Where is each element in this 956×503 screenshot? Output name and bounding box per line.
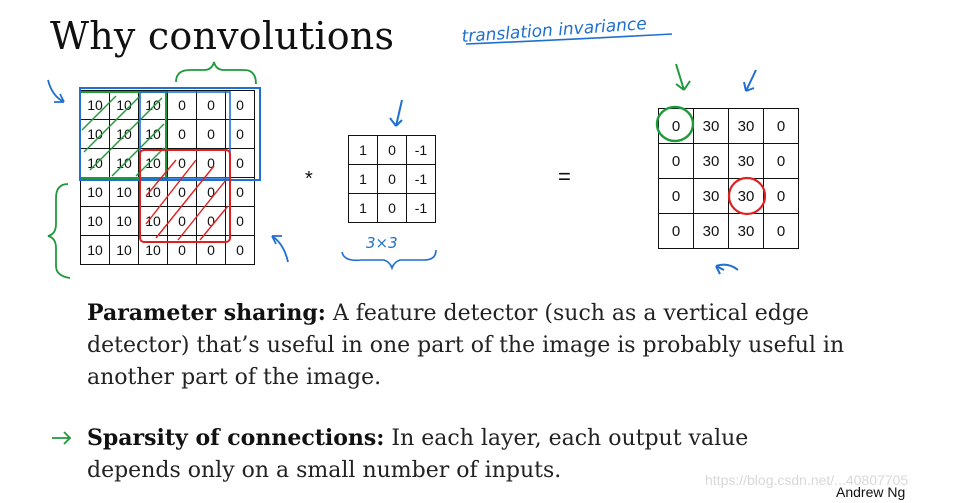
bottom-blue-arrow [271,235,289,263]
green-down-arrow [675,63,691,91]
output-cell: 30 [728,108,764,144]
left-blue-arrow [47,79,65,103]
filter-cell: -1 [406,164,436,194]
input-cell: 10 [80,235,110,265]
filter-cell: 0 [377,135,407,165]
green-hatching [81,95,165,177]
point-text: A feature detector (such as a vertical e… [87,301,845,390]
input-cell: 10 [138,90,168,120]
input-cell: 0 [167,235,197,265]
blue-down-arrow [743,69,757,92]
sparsity-point: Sparsity of connections: In each layer, … [87,422,847,487]
blue-region [79,87,261,181]
convolve-operator: * [305,168,313,190]
underline-stroke [465,33,673,45]
bullet-arrow-icon [52,431,72,445]
point-heading: Parameter sharing: [87,300,326,326]
blue-inner-region [139,91,231,179]
input-cell: 10 [80,90,110,120]
red-receptive-field [139,149,231,243]
input-cell: 10 [109,119,139,149]
filter-cell: 1 [348,193,378,223]
watermark: https://blog.csdn.net/...40807705 [705,472,909,488]
input-cell: 10 [109,177,139,207]
filter-brace [341,249,437,271]
output-cell: 0 [763,178,799,214]
input-cell: 10 [138,148,168,178]
filter-cell: 0 [377,193,407,223]
green-left-brace [47,183,71,279]
green-top-brace [175,61,257,85]
output-cell: 30 [693,108,729,144]
input-cell: 10 [109,235,139,265]
slide-title: Why convolutions [50,14,395,58]
translation-invariance-note: translation invariance [461,14,647,47]
point-text: In each layer, each output value depends… [87,426,749,483]
author-credit: Andrew Ng [836,484,906,500]
filter-arrow [389,99,403,127]
filter-cell: -1 [406,193,436,223]
output-cell: 0 [658,178,694,214]
point-heading: Sparsity of connections: [87,425,385,451]
green-circle [655,105,695,143]
red-hatching [145,159,229,241]
equals-operator: = [558,164,571,189]
filter-cell: 1 [348,164,378,194]
blue-up-arrow [715,263,739,275]
output-cell: 30 [728,143,764,179]
input-cell: 10 [80,177,110,207]
parameter-sharing-point: Parameter sharing: A feature detector (s… [87,297,887,394]
output-cell: 0 [763,143,799,179]
input-cell: 0 [167,148,197,178]
output-cell: 0 [763,213,799,249]
filter-size-note: 3×3 [366,234,398,252]
filter-cell: 0 [377,164,407,194]
red-circle [727,176,767,216]
